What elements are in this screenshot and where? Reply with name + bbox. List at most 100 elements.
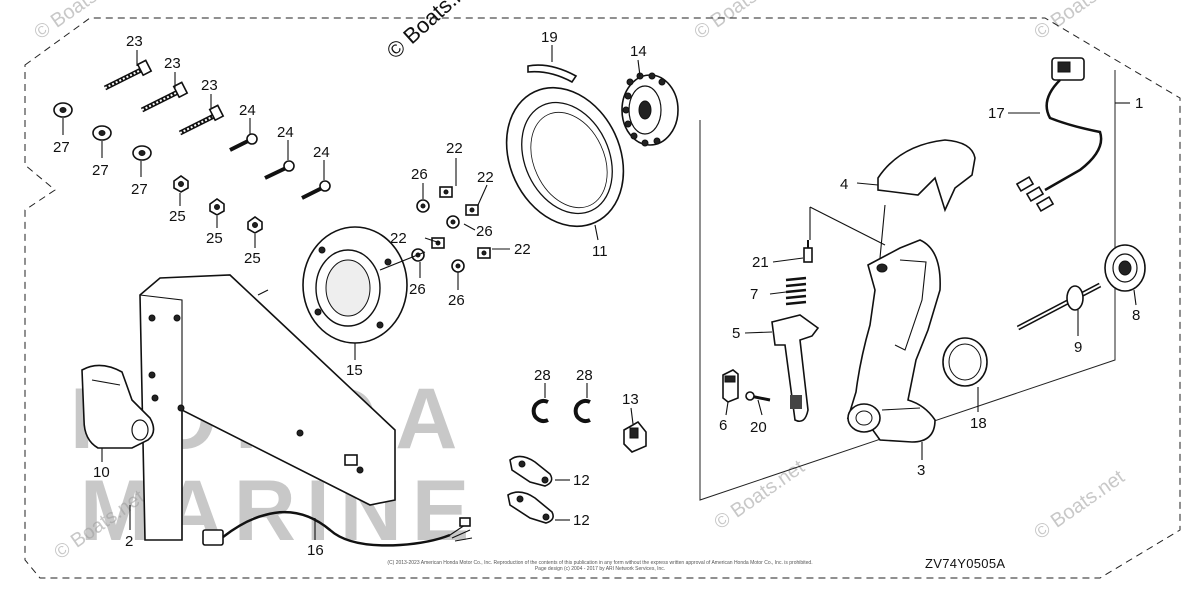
callout-18: 18 — [970, 415, 987, 432]
spring-7[interactable] — [785, 276, 807, 306]
watermark-text-top: © Boats.net — [382, 0, 484, 64]
gear-14[interactable] — [621, 72, 679, 147]
callout-5: 5 — [732, 325, 740, 342]
callout-27c: 27 — [131, 181, 148, 198]
link-12-b[interactable] — [507, 491, 554, 524]
callout-27a: 27 — [53, 139, 70, 156]
copyright-line-2: Page design (c) 2004 - 2017 by ARI Netwo… — [534, 566, 666, 572]
callout-14: 14 — [630, 43, 647, 60]
callout-16: 16 — [307, 542, 324, 559]
callout-22d: 22 — [514, 241, 531, 258]
callout-17: 17 — [988, 105, 1005, 122]
callout-19: 19 — [541, 29, 558, 46]
callout-1: 1 — [1135, 95, 1143, 112]
ring-18[interactable] — [942, 337, 988, 387]
nut-25-c[interactable] — [247, 216, 263, 234]
watermark-text: © Boats.net — [1030, 0, 1129, 44]
bolt-23-c[interactable] — [178, 104, 225, 136]
callout-23a: 23 — [126, 33, 143, 50]
callout-10: 10 — [93, 464, 110, 481]
watermark-text: © Boats.net — [710, 456, 809, 534]
callout-25b: 25 — [206, 230, 223, 247]
watermark-text: © Boats.net — [30, 0, 129, 44]
assembly-boundary — [24, 17, 1181, 579]
shaft-9[interactable] — [1016, 282, 1102, 331]
pin-21[interactable] — [803, 240, 813, 263]
grip-10[interactable] — [81, 364, 159, 449]
callout-25a: 25 — [169, 208, 186, 225]
callout-22a: 22 — [446, 140, 463, 157]
callout-28b: 28 — [576, 367, 593, 384]
e-clip-28-a[interactable] — [531, 399, 549, 423]
nut-25-a[interactable] — [173, 175, 189, 193]
screw-24-b[interactable] — [264, 160, 295, 180]
callout-8: 8 — [1132, 307, 1140, 324]
washer-26-a[interactable] — [416, 199, 430, 213]
lever-bracket-5[interactable] — [771, 314, 820, 423]
switch-17[interactable] — [1015, 57, 1103, 213]
screw-24-a[interactable] — [229, 133, 258, 152]
callout-13: 13 — [622, 391, 639, 408]
callout-11: 11 — [592, 243, 608, 260]
callout-21: 21 — [752, 254, 769, 271]
callout-22b: 22 — [477, 169, 494, 186]
cover-4[interactable] — [877, 139, 976, 213]
callout-24a: 24 — [239, 102, 256, 119]
callout-20: 20 — [750, 419, 767, 436]
bolt-22-b[interactable] — [465, 204, 479, 216]
callout-25c: 25 — [244, 250, 261, 267]
callout-23b: 23 — [164, 55, 181, 72]
callout-27b: 27 — [92, 162, 109, 179]
callout-2: 2 — [125, 533, 133, 550]
nut-25-b[interactable] — [209, 198, 225, 216]
callout-9: 9 — [1074, 339, 1082, 356]
bolt-22-d[interactable] — [477, 247, 491, 259]
screw-24-c[interactable] — [301, 180, 331, 200]
housing-2[interactable] — [139, 274, 396, 541]
ring-cover-11[interactable] — [485, 69, 646, 246]
callout-26d: 26 — [448, 292, 465, 309]
washer-27-c[interactable] — [132, 145, 152, 161]
bolt-23-a[interactable] — [103, 59, 153, 91]
callout-26c: 26 — [409, 281, 426, 298]
diagram-code: ZV74Y0505A — [925, 556, 1006, 571]
callout-7: 7 — [750, 286, 758, 303]
screw-20[interactable] — [745, 391, 771, 402]
leader-lines — [62, 45, 1137, 540]
callout-26b: 26 — [476, 223, 493, 240]
bushing-8[interactable] — [1104, 244, 1146, 292]
callout-15: 15 — [346, 362, 363, 379]
copyright-notice: (C) 2013-2023 American Honda Motor Co., … — [320, 560, 880, 572]
block-6[interactable] — [722, 369, 739, 403]
e-clip-28-b[interactable] — [573, 399, 591, 423]
flange-plate-15[interactable] — [302, 226, 426, 344]
washer-27-a[interactable] — [53, 102, 73, 118]
callout-22c: 22 — [390, 230, 407, 247]
callout-12a: 12 — [573, 472, 590, 489]
washer-26-d[interactable] — [451, 259, 465, 273]
washer-26-b[interactable] — [446, 215, 460, 229]
washer-27-b[interactable] — [92, 125, 112, 141]
callouts: 1 2 3 4 5 6 7 8 9 10 11 12 12 13 14 15 1… — [53, 29, 1143, 559]
bolt-22-c[interactable] — [431, 237, 445, 249]
callout-24b: 24 — [277, 124, 294, 141]
brand-watermark-line2: MARINE — [80, 463, 479, 559]
clip-19[interactable] — [527, 64, 578, 84]
callout-24c: 24 — [313, 144, 330, 161]
watermark-text: © Boats.net — [690, 0, 789, 44]
link-12-a[interactable] — [509, 455, 553, 487]
callout-28a: 28 — [534, 367, 551, 384]
copyright-line-1: (C) 2013-2023 American Honda Motor Co., … — [387, 560, 813, 566]
lever-arm-3[interactable] — [846, 239, 941, 443]
harness-16[interactable] — [202, 510, 473, 547]
callout-6: 6 — [719, 417, 727, 434]
callout-26a: 26 — [411, 166, 428, 183]
bolt-23-b[interactable] — [140, 81, 189, 113]
clamp-13[interactable] — [623, 420, 647, 453]
callout-12b: 12 — [573, 512, 590, 529]
callout-4: 4 — [840, 176, 848, 193]
callout-23c: 23 — [201, 77, 218, 94]
callout-3: 3 — [917, 462, 925, 479]
bolt-22-a[interactable] — [439, 186, 453, 198]
